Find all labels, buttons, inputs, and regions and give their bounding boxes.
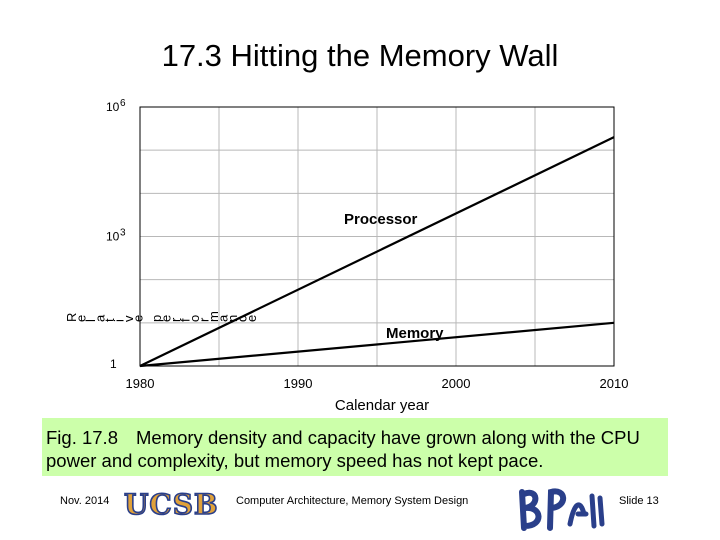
y-axis-label-glyph: c	[235, 315, 250, 322]
chart-grid	[140, 107, 614, 366]
y-axis-label-glyph: f	[178, 318, 193, 322]
series-line-processor	[139, 136, 615, 367]
x-tick-label: 2000	[442, 376, 471, 391]
y-tick-base: 10	[106, 230, 120, 244]
y-tick-base: 1	[110, 357, 117, 371]
y-axis-label-glyph: n	[225, 315, 240, 322]
caption-text: Memory density and capacity have grown a…	[46, 427, 640, 471]
y-tick-label: 1	[110, 357, 117, 371]
y-tick-base: 10	[106, 100, 120, 114]
y-axis-label-glyph: a	[216, 314, 231, 322]
caption-figure-number: Fig. 17.8	[46, 427, 118, 448]
y-axis-label-glyph: l	[83, 319, 98, 322]
y-axis-label-glyph: r	[168, 317, 183, 322]
series-line-memory	[139, 321, 615, 368]
plot-frame	[139, 106, 615, 367]
y-tick-exponent: 3	[120, 228, 126, 239]
chart-axes	[139, 106, 615, 367]
y-axis-label-glyph: i	[112, 319, 127, 322]
chart-series	[139, 136, 615, 368]
x-axis-label: Calendar year	[335, 397, 429, 414]
x-tick-label: 1990	[284, 376, 313, 391]
x-tick-label: 1980	[126, 376, 155, 391]
series-label-memory: Memory	[386, 325, 444, 342]
series-label-processor: Processor	[344, 211, 418, 228]
footer-course-title: Computer Architecture, Memory System Des…	[236, 495, 469, 507]
ucsb-logo: UCSB	[123, 488, 219, 522]
y-axis-label-glyph: a	[93, 314, 108, 322]
y-axis-label-glyph: t	[102, 318, 117, 322]
y-axis-label-glyph: e	[244, 315, 259, 322]
y-axis-label-glyph: v	[121, 315, 136, 322]
footer-date: Nov. 2014	[60, 495, 110, 507]
y-axis-label-glyph: e	[74, 315, 89, 322]
y-axis-label-glyph: p	[149, 315, 164, 322]
author-signature-logo	[519, 488, 605, 531]
y-axis-label-glyph: m	[206, 311, 221, 322]
y-axis-label-glyph: e	[159, 315, 174, 322]
slide-title: 17.3 Hitting the Memory Wall	[161, 38, 559, 73]
y-axis-label-glyph: R	[64, 313, 79, 322]
y-axis-label-glyph: e	[131, 315, 146, 322]
y-axis-label-glyph: r	[197, 317, 212, 322]
x-tick-label: 2010	[600, 376, 629, 391]
y-tick-exponent: 6	[120, 98, 126, 109]
footer-slide-number: Slide 13	[619, 495, 659, 507]
y-axis-label-glyph: o	[187, 315, 202, 322]
